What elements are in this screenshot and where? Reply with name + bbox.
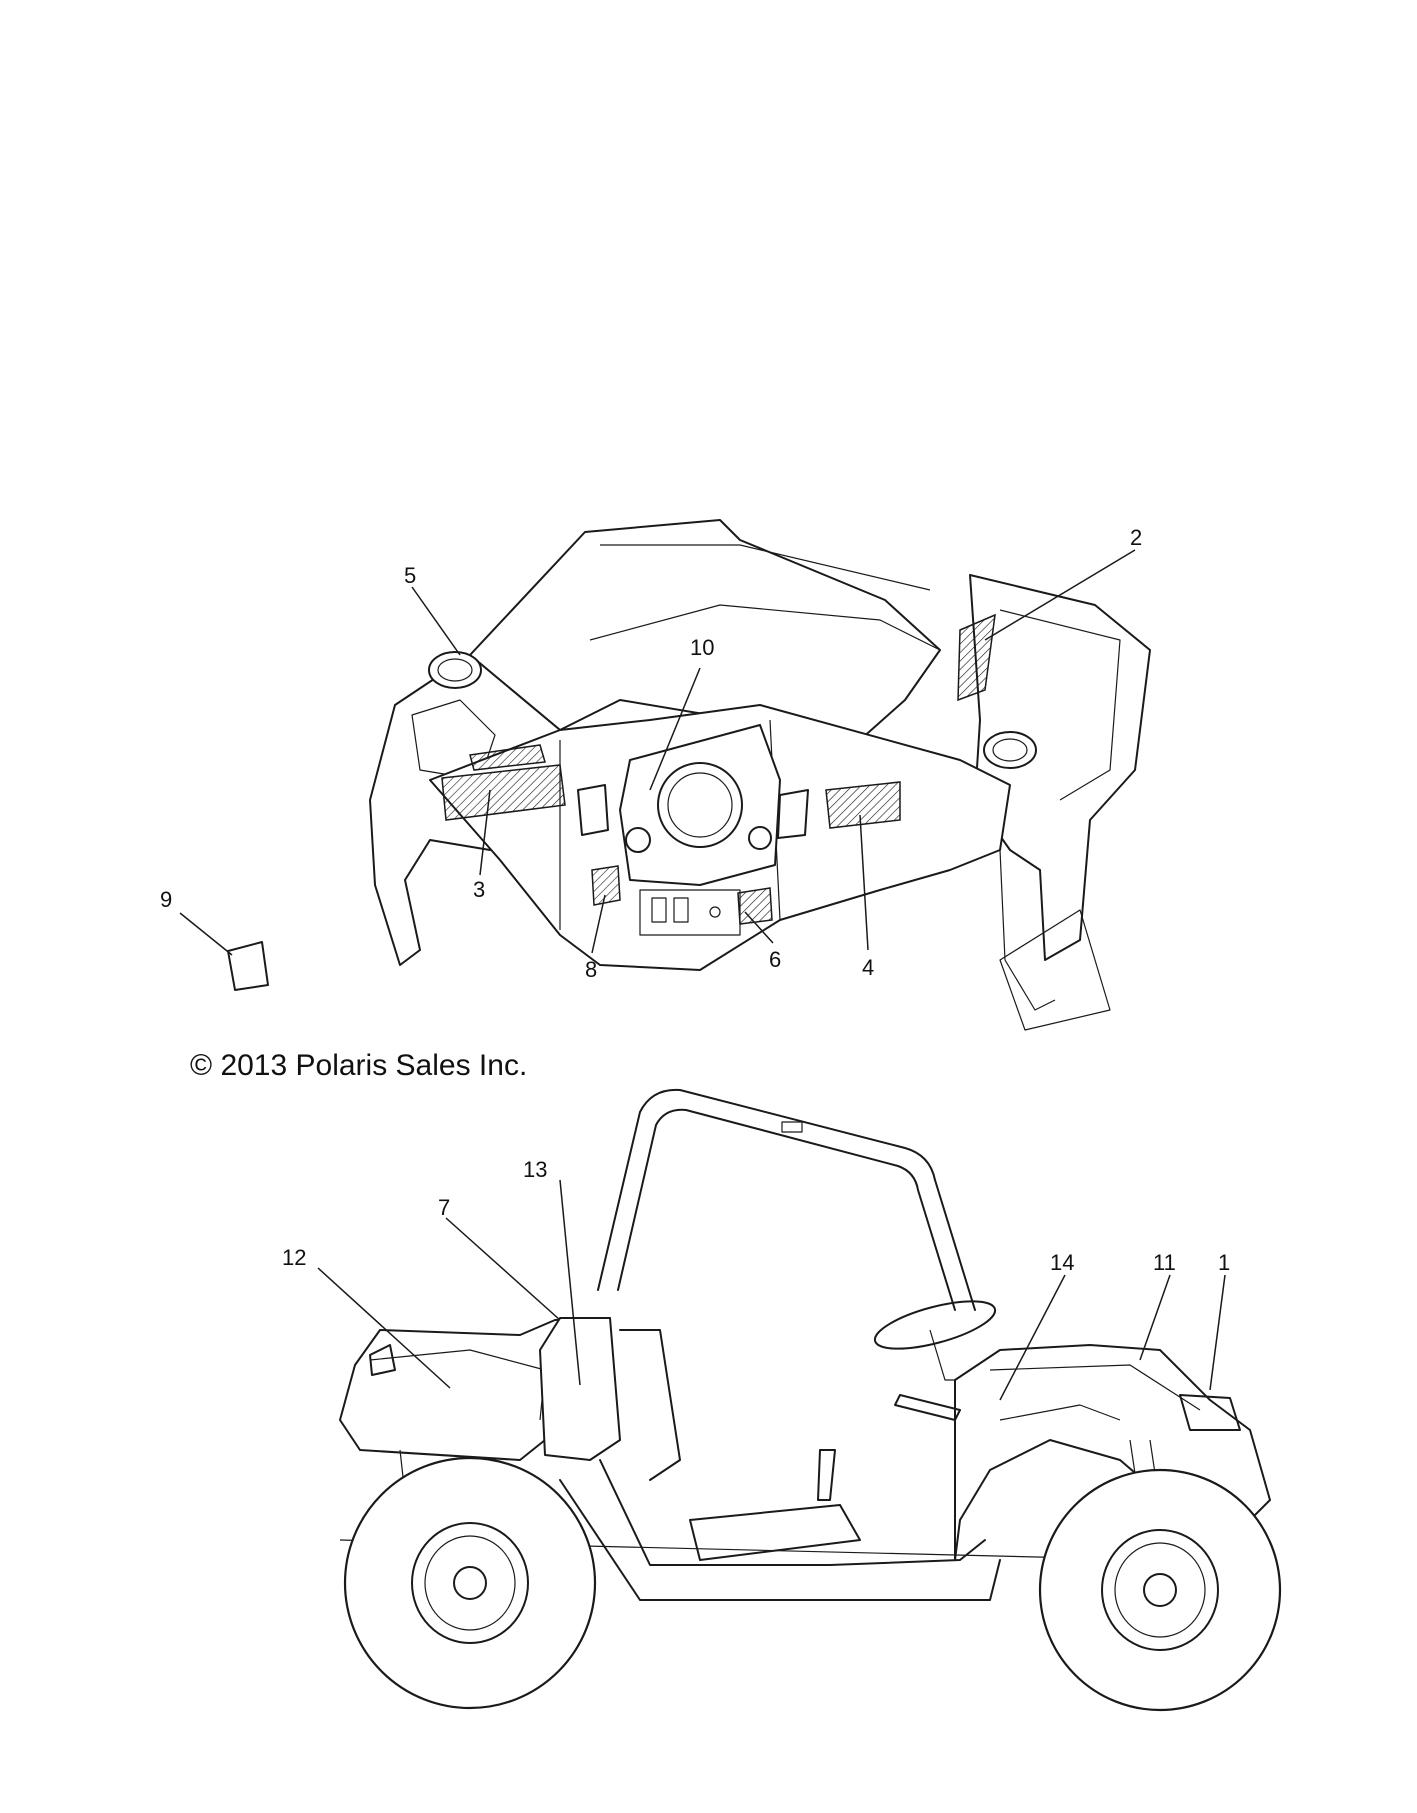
callout-14: 14 [1050, 1250, 1074, 1275]
callout-12: 12 [282, 1245, 306, 1270]
decal-8 [591, 865, 621, 906]
callout-6: 6 [769, 947, 781, 972]
leader-lines [179, 549, 1226, 1401]
callout-11: 11 [1153, 1250, 1176, 1275]
callout-4: 4 [862, 955, 874, 980]
decal-2 [957, 613, 996, 702]
callout-9: 9 [160, 887, 172, 912]
callout-8: 8 [585, 957, 597, 982]
decal-4 [825, 781, 901, 829]
callout-labels: 5 2 10 3 4 8 6 9 7 13 12 14 11 1 [160, 525, 1230, 1275]
callout-5: 5 [404, 563, 416, 588]
callout-7: 7 [438, 1195, 450, 1220]
callout-1: 1 [1218, 1250, 1230, 1275]
dash-hood-assembly [227, 519, 1151, 1031]
decal-3 [441, 764, 566, 821]
decal-9 [227, 941, 269, 991]
callout-3: 3 [473, 877, 485, 902]
callout-13: 13 [523, 1157, 547, 1182]
decal-6 [737, 887, 773, 925]
callout-2: 2 [1130, 525, 1142, 550]
callout-10: 10 [690, 635, 714, 660]
vehicle-side-view [339, 1088, 1282, 1712]
copyright-notice: © 2013 Polaris Sales Inc. [190, 1049, 527, 1082]
